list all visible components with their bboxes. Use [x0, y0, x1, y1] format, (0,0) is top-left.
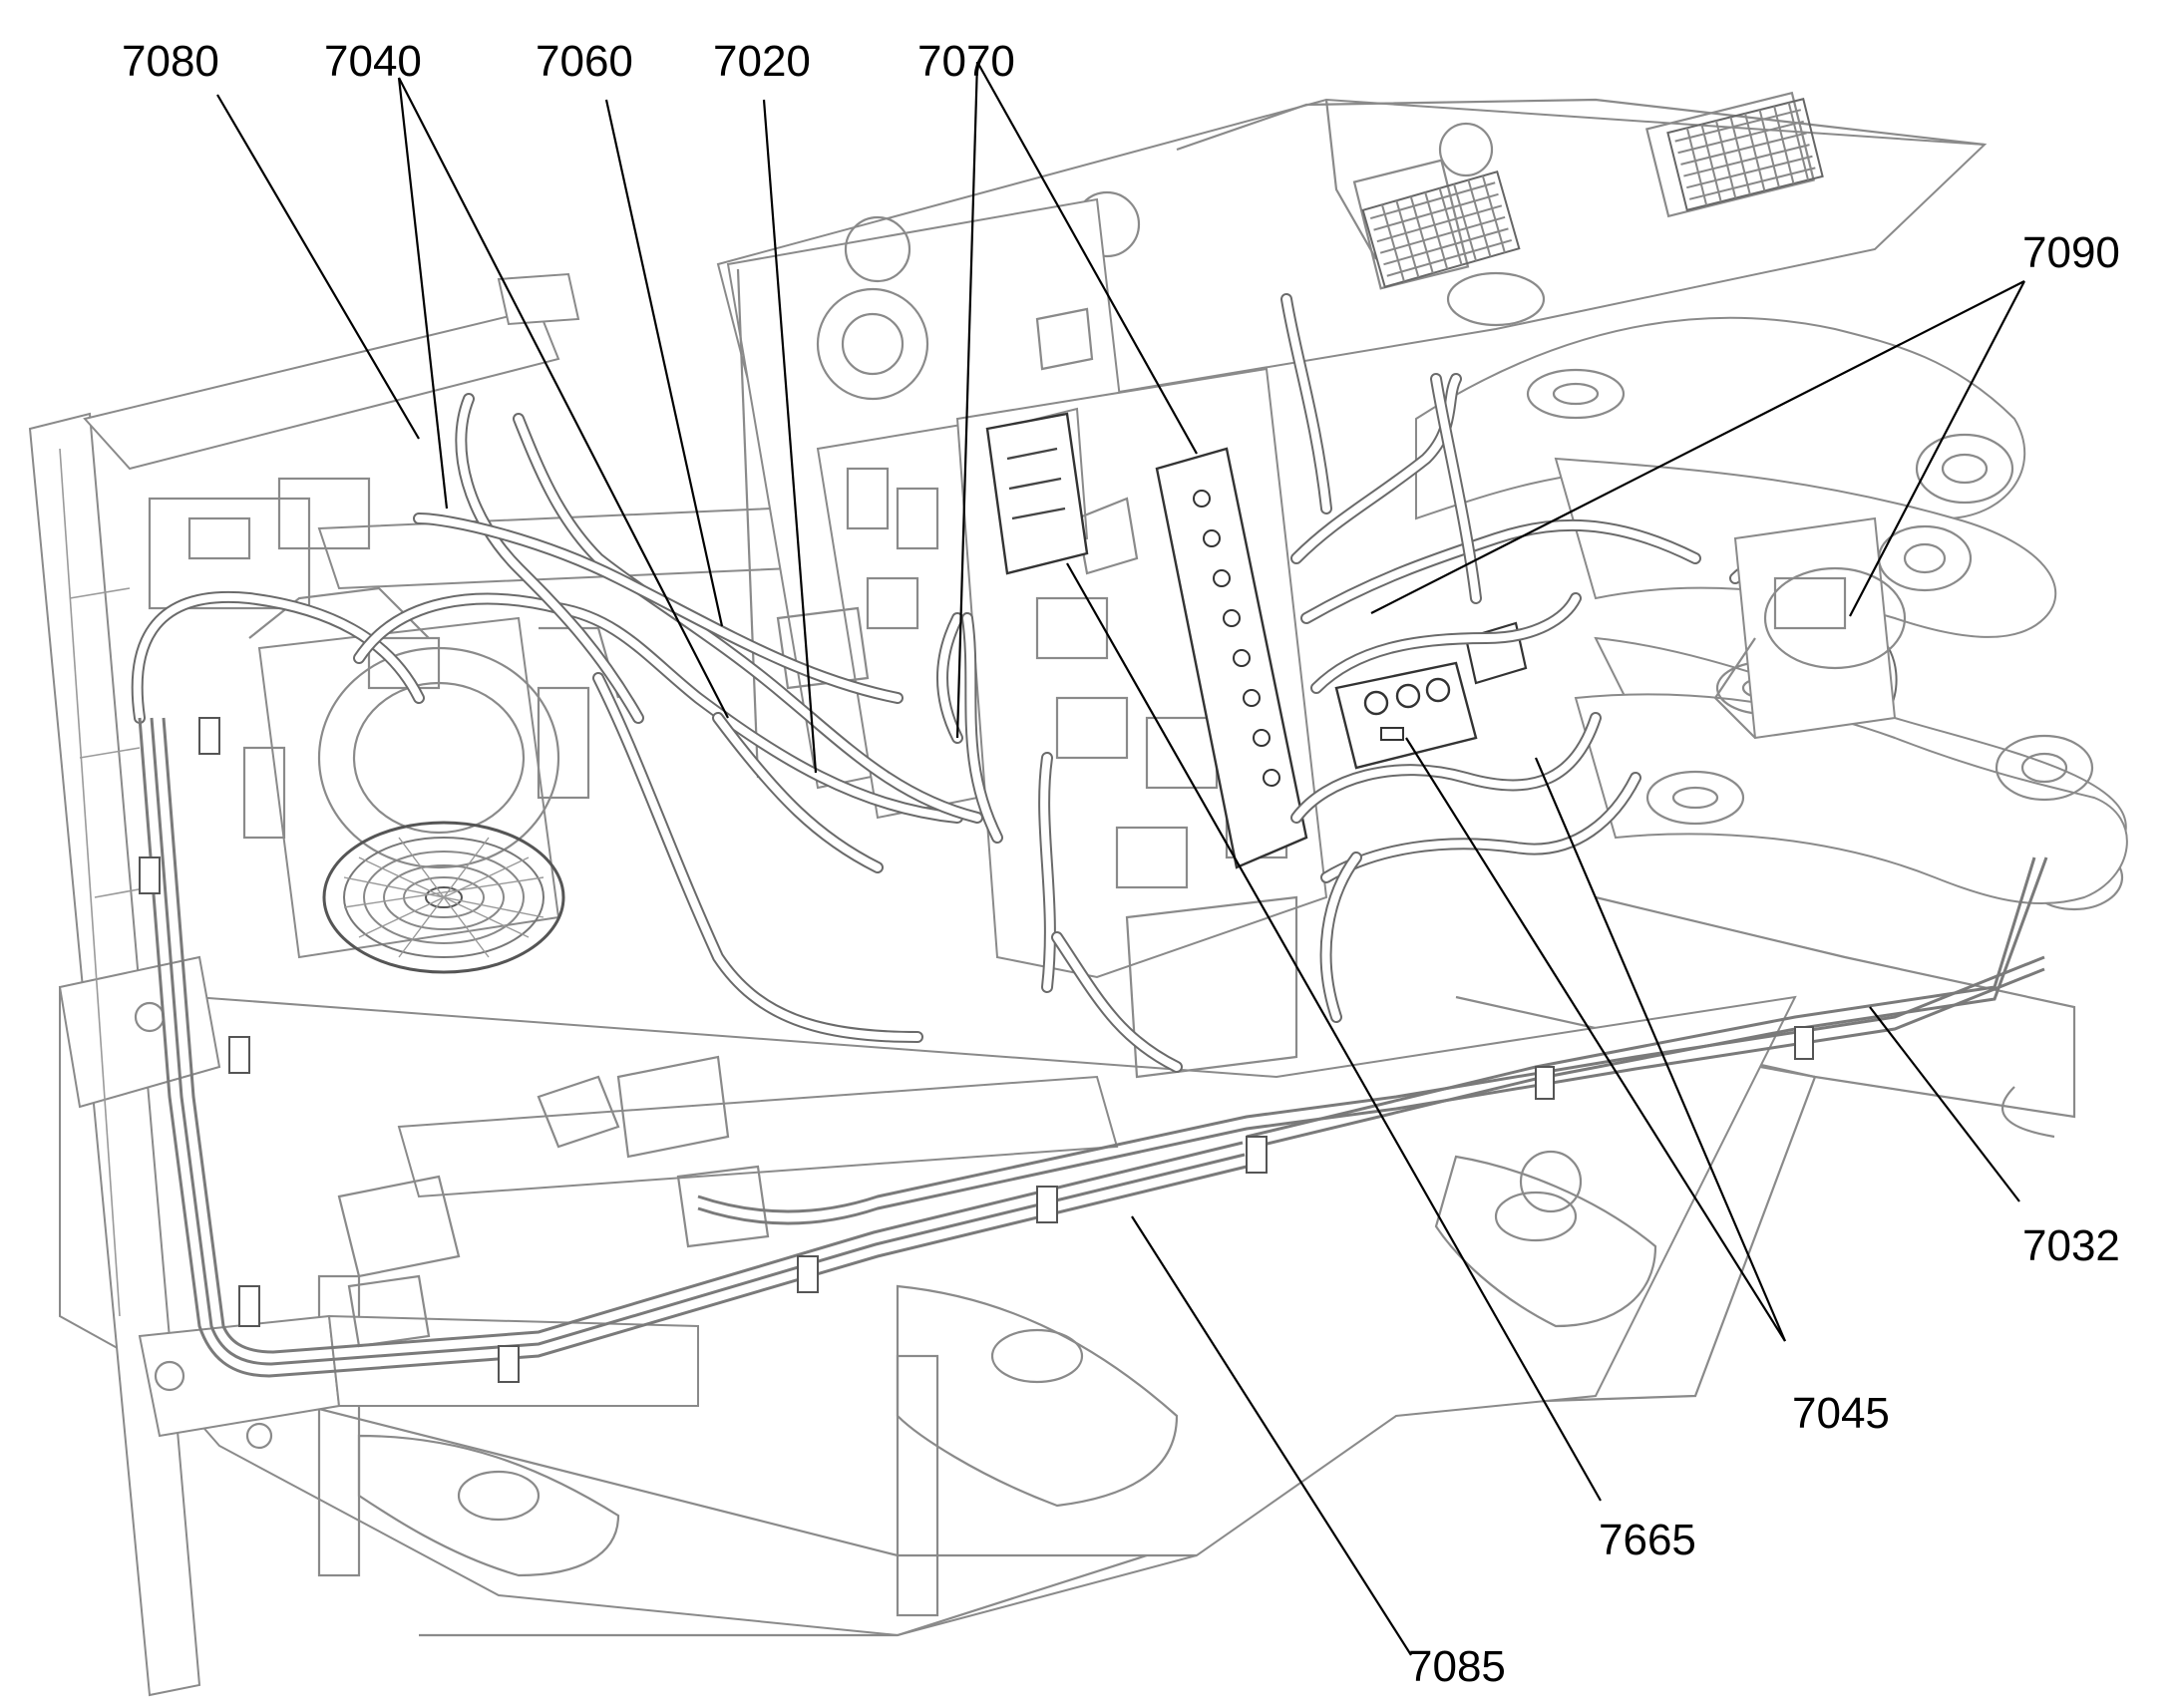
callout-7040: 7040	[324, 37, 422, 86]
left-frame-rails	[28, 272, 1119, 1697]
leader-lines	[216, 61, 2025, 1656]
frame-piping	[138, 717, 2048, 1383]
tall-relay-box	[985, 412, 1089, 575]
callout-7020: 7020	[713, 37, 811, 86]
callout-7060: 7060	[536, 37, 633, 86]
junction-block	[1334, 661, 1478, 770]
callout-7085: 7085	[1408, 1642, 1506, 1691]
central-cabinet	[726, 197, 1528, 1079]
fan-cover	[322, 821, 565, 974]
grille-left	[1361, 171, 1521, 288]
callout-7665: 7665	[1599, 1516, 1696, 1564]
motor-generator	[148, 477, 770, 1348]
callout-7032: 7032	[2022, 1221, 2120, 1270]
callout-7090: 7090	[2022, 228, 2120, 277]
terminal-strip	[1155, 447, 1308, 869]
callout-7070: 7070	[917, 37, 1015, 86]
grille-right	[1666, 98, 1824, 211]
pump-motor	[1713, 516, 1907, 740]
callout-7080: 7080	[122, 37, 219, 86]
callout-7045: 7045	[1792, 1389, 1890, 1438]
